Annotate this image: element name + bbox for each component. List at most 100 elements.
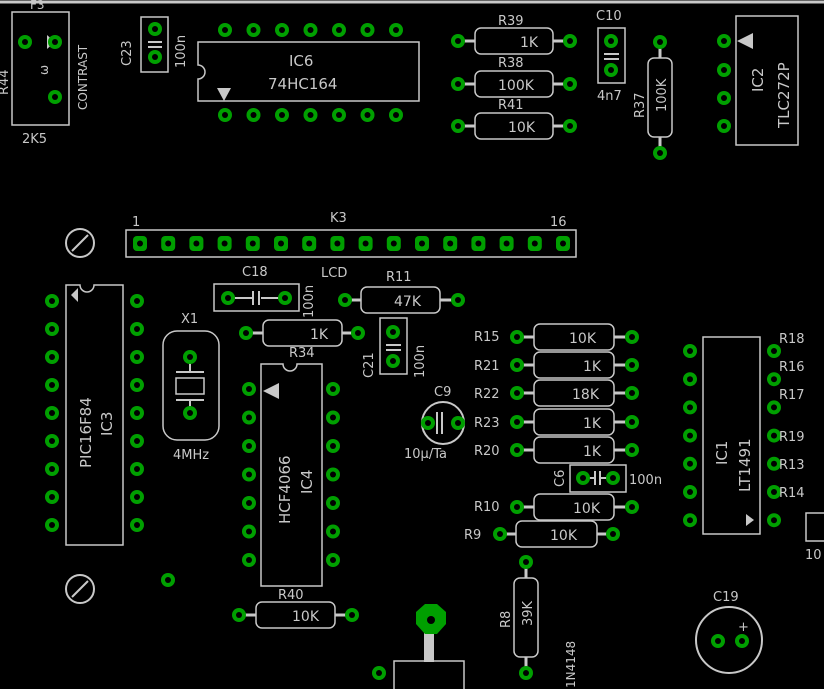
diode-value: 1N4148: [564, 641, 578, 688]
resistor-r23: R23 1K: [474, 408, 639, 436]
k3-pin-pad: [499, 236, 514, 251]
ic4-pin-pad: [326, 496, 340, 510]
k3-pin-pad: [133, 236, 147, 251]
ic6-pin-pad: [389, 23, 403, 37]
ic4-pin-pad: [242, 410, 256, 425]
k3-pin-pad: [161, 236, 176, 251]
ic4-pin-pad: [326, 382, 340, 396]
ic1-pin-pad: [767, 428, 781, 443]
r11-value: 47K: [394, 294, 422, 310]
k3-pin-pad: [556, 236, 570, 251]
r41-value: 10K: [508, 120, 536, 136]
ic3-part: PIC16F84: [77, 397, 95, 468]
k3-pin-pad: [415, 236, 429, 251]
ic6-pin-pad: [332, 108, 346, 122]
ic1-pin-pad: [683, 513, 697, 528]
ic4-pin-pad: [326, 553, 340, 567]
ic1-pin-pad: [767, 513, 781, 528]
ic3-pin-pad: [45, 434, 59, 448]
ic4-pin-pad: [326, 410, 340, 425]
r17-ref: R17: [779, 388, 805, 403]
ic3-pin-pad: [45, 462, 59, 476]
c18-ref: C18: [242, 265, 268, 280]
crystal-x1: X1 4MHz: [162, 312, 220, 463]
ic6-pin-pad: [275, 108, 289, 122]
r22-value: 18K: [572, 387, 600, 403]
ic6-pin-pad: [218, 108, 232, 122]
trim-value: 2K5: [22, 132, 47, 147]
r14-ref: R14: [779, 486, 805, 501]
trimmer-contrast: F3 R44 CONTRAST ω 2K5: [0, 0, 90, 147]
ic3-pin-pad: [130, 350, 144, 364]
resistor-r21: R21 1K: [474, 351, 639, 379]
ic1-pin-pad: [683, 372, 697, 387]
k3-pin-pad: [527, 236, 542, 251]
k3-pin-pad: [330, 236, 345, 251]
ic6-pin-pad: [389, 108, 403, 122]
r18-ref: R18: [779, 332, 805, 347]
r15-ref: R15: [474, 330, 500, 345]
trim-label: CONTRAST: [76, 44, 90, 110]
capacitor-c21: C21 100n: [362, 317, 428, 378]
ic6-pin-pad: [360, 23, 375, 37]
capacitor-c18: C18 100n: [213, 265, 317, 318]
ic4-pin-pad: [242, 467, 256, 482]
r34-value: 1K: [310, 327, 329, 343]
r39-ref: R39: [498, 14, 524, 29]
regulator-tab: [393, 604, 465, 689]
ic3-pin-pad: [130, 462, 144, 476]
ic4-pin-pad: [326, 467, 340, 482]
r37-ref: R37: [633, 92, 648, 118]
r38-ref: R38: [498, 56, 524, 71]
k3-pin-pad: [302, 236, 317, 251]
ic6-pin-pad: [246, 23, 261, 37]
ic1-pin-pad: [683, 344, 697, 358]
c21-value: 100n: [413, 345, 428, 378]
ic4-pin-pad: [326, 439, 340, 453]
ic3-pin-pad: [130, 434, 144, 448]
edge-resistor-value: 10: [805, 548, 822, 563]
k3-pin-pad: [245, 236, 260, 251]
resistor-r8: R8 39K: [499, 555, 539, 680]
ic4-pin-pad: [242, 382, 256, 396]
capacitor-c9: C9 10µ/Ta: [404, 385, 465, 462]
k3-label: LCD: [321, 266, 347, 281]
r22-ref: R22: [474, 387, 500, 402]
r40-value: 10K: [292, 609, 320, 625]
c10-ref: C10: [596, 9, 622, 24]
c18-value: 100n: [302, 285, 317, 318]
c9-ref: C9: [434, 385, 451, 400]
ic3-ref: IC3: [98, 412, 116, 436]
ic1-pin-pad: [767, 372, 781, 387]
ic6-ref: IC6: [289, 52, 313, 70]
ic3-pin-pad: [130, 294, 144, 308]
ic2-tlc272p: IC2 TLC272P: [717, 15, 799, 146]
resistor-r11: R11 47K: [338, 270, 465, 314]
ic1-ref: IC1: [713, 441, 731, 465]
trim-ref-partial-top: F3: [30, 0, 45, 12]
ic1-lt1491: IC1 LT1491: [683, 336, 781, 535]
c23-value: 100n: [174, 35, 189, 68]
mounting-hole-top: [65, 228, 95, 258]
r8-value: 39K: [521, 600, 536, 626]
connector-k3-lcd: 1 K3 16 LCD: [125, 211, 577, 281]
resistor-r20: R20 1K: [474, 436, 639, 464]
r21-value: 1K: [583, 359, 602, 375]
k3-pin-last: 16: [550, 215, 567, 230]
ic6-74hc164: IC6 74HC164: [197, 23, 420, 122]
ic6-pin-pad: [218, 23, 232, 37]
r13-ref: R13: [779, 458, 805, 473]
resistor-r10: R10 10K: [474, 493, 639, 521]
ic6-pin-pad: [360, 108, 375, 122]
k3-pin-pad: [471, 236, 486, 251]
ic1-pin-pad: [767, 400, 781, 415]
ic3-pin-pad: [130, 378, 144, 392]
c9-value: 10µ/Ta: [404, 447, 447, 462]
trim-pin-mark: ω: [37, 65, 51, 75]
r10-ref: R10: [474, 500, 500, 515]
ic4-pin-pad: [242, 439, 256, 453]
ic4-pin-pad: [242, 553, 256, 567]
ic4-ref: IC4: [298, 470, 316, 494]
resistor-r38: R38 100K: [451, 56, 577, 98]
